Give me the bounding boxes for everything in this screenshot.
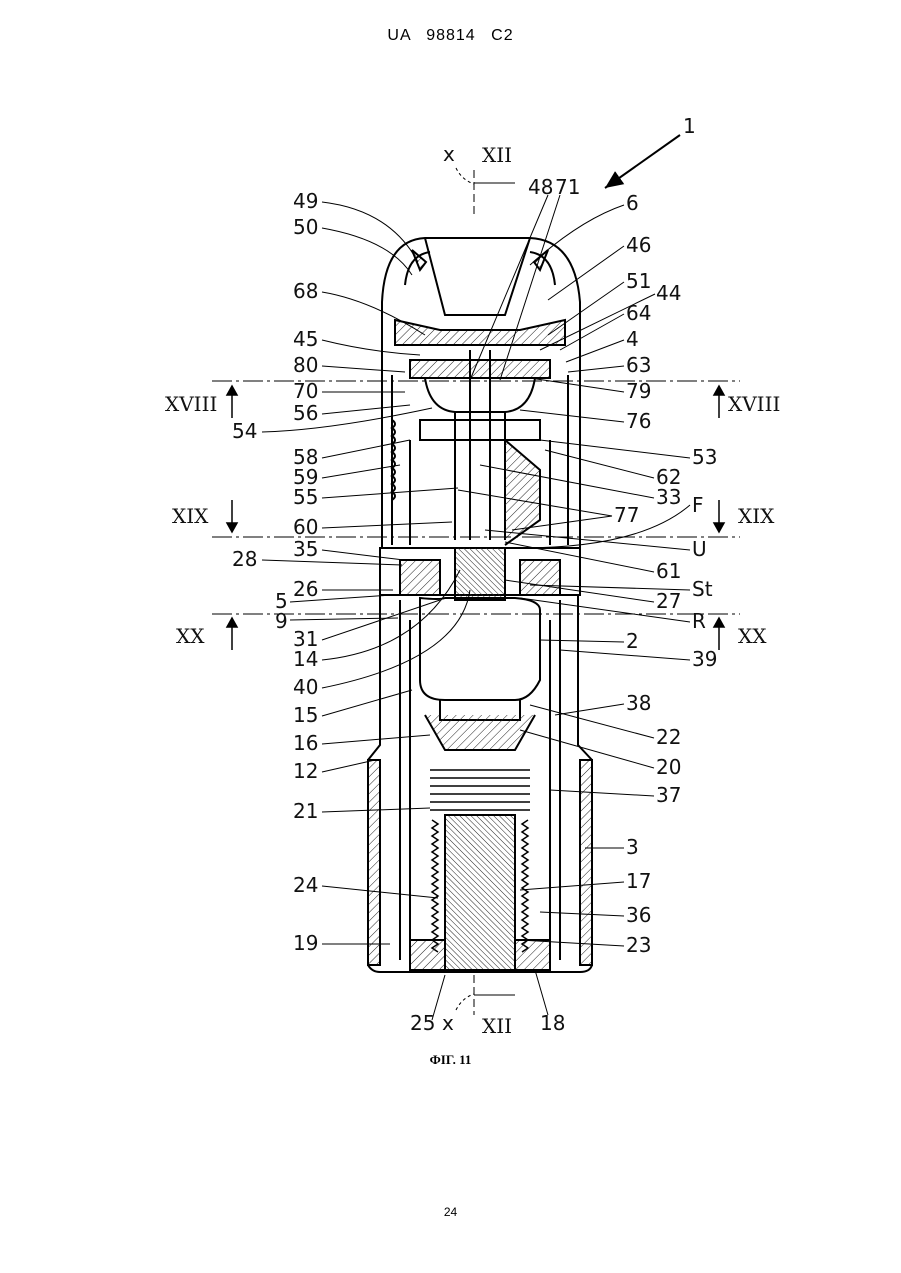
ref-label: 44 — [656, 281, 681, 305]
ref-label: 23 — [626, 933, 651, 957]
ref-label: 22 — [656, 725, 681, 749]
section-xii-top: XII — [482, 143, 512, 167]
ref-label: F — [692, 493, 704, 517]
section-xx-right: XX — [738, 624, 767, 648]
ref-label: 38 — [626, 691, 651, 715]
ref-label: 64 — [626, 301, 651, 325]
ref-label: 55 — [293, 485, 318, 509]
ref-label: 68 — [293, 279, 318, 303]
ref-label: 14 — [293, 647, 318, 671]
ref-label: 4 — [626, 327, 639, 351]
ref-label: 39 — [692, 647, 717, 671]
ref-label: 35 — [293, 537, 318, 561]
ref-label: 16 — [293, 731, 318, 755]
figure-caption: ФІГ. 11 — [0, 1052, 901, 1068]
ref-label: 77 — [614, 503, 639, 527]
section-xix-left: XIX — [172, 504, 209, 528]
ref-label: 17 — [626, 869, 651, 893]
ref-label: 19 — [293, 931, 318, 955]
ref-label: 79 — [626, 379, 651, 403]
ref-label: 15 — [293, 703, 318, 727]
ref-label: 33 — [656, 485, 681, 509]
ref-label: U — [692, 537, 707, 561]
ref-label: 71 — [555, 175, 580, 199]
ref-label: 51 — [626, 269, 651, 293]
ref-label: 25 — [410, 1011, 435, 1035]
ref-label: 63 — [626, 353, 651, 377]
ref-label: 61 — [656, 559, 681, 583]
ref-label: 45 — [293, 327, 318, 351]
ref-label: St — [692, 577, 713, 601]
page-number: 24 — [0, 1205, 901, 1219]
ref-label: 48 — [528, 175, 553, 199]
ref-label: 28 — [232, 547, 257, 571]
ref-label: 27 — [656, 589, 681, 613]
ref-label: 60 — [293, 515, 318, 539]
section-xii-bottom: XII — [482, 1014, 512, 1038]
ref-label: 26 — [293, 577, 318, 601]
ref-label: 80 — [293, 353, 318, 377]
ref-label: 76 — [626, 409, 651, 433]
section-xx-left: XX — [176, 624, 205, 648]
ref-label: 20 — [656, 755, 681, 779]
ref-label: 54 — [232, 419, 257, 443]
ref-label: 46 — [626, 233, 651, 257]
ref-label: 56 — [293, 401, 318, 425]
ref-label: 18 — [540, 1011, 565, 1035]
axis-x-bottom: x — [442, 1011, 454, 1035]
labels-right: 48 71 6 46 51 44 64 4 63 79 76 53 62 33 … — [528, 175, 717, 1035]
ref-label: 24 — [293, 873, 318, 897]
ref-label: 2 — [626, 629, 639, 653]
ref-label: 49 — [293, 189, 318, 213]
ref-label: 53 — [692, 445, 717, 469]
ref-label: 21 — [293, 799, 318, 823]
section-xix-right: XIX — [738, 504, 775, 528]
leader-lines — [262, 202, 470, 1020]
ref-label: 12 — [293, 759, 318, 783]
ref-label: 36 — [626, 903, 651, 927]
ref-label: 3 — [626, 835, 639, 859]
axis-x-top: x — [443, 142, 455, 166]
section-xviii-right: XVIII — [728, 392, 780, 416]
section-xviii-left: XVIII — [165, 392, 217, 416]
ref-label: 6 — [626, 191, 639, 215]
ref-label: 70 — [293, 379, 318, 403]
ref-label: R — [692, 609, 706, 633]
device-drawing — [368, 238, 592, 972]
ref-label: 9 — [275, 609, 288, 633]
ref-label: 40 — [293, 675, 318, 699]
ref-main: 1 — [683, 114, 696, 138]
ref-label: 50 — [293, 215, 318, 239]
ref-label: 37 — [656, 783, 681, 807]
